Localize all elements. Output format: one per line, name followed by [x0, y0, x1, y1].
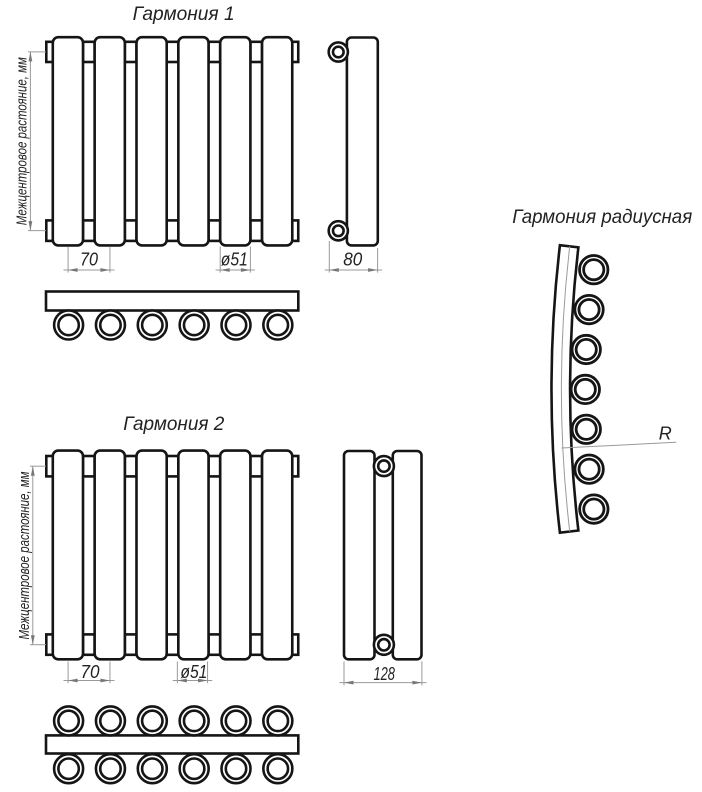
svg-text:Межцентровое растояние, мм: Межцентровое растояние, мм [14, 57, 31, 225]
svg-text:Гармония радиусная: Гармония радиусная [512, 207, 692, 228]
svg-text:Гармония 2: Гармония 2 [123, 414, 224, 435]
svg-text:80: 80 [343, 249, 362, 269]
svg-text:128: 128 [373, 664, 395, 684]
svg-text:Гармония 1: Гармония 1 [133, 4, 235, 25]
svg-text:R: R [659, 423, 672, 443]
svg-text:ø51: ø51 [221, 249, 248, 269]
svg-text:70: 70 [80, 249, 98, 269]
svg-text:Межцентровое растояние, мм: Межцентровое растояние, мм [16, 472, 33, 640]
svg-text:70: 70 [81, 662, 100, 682]
svg-text:ø51: ø51 [180, 662, 207, 682]
